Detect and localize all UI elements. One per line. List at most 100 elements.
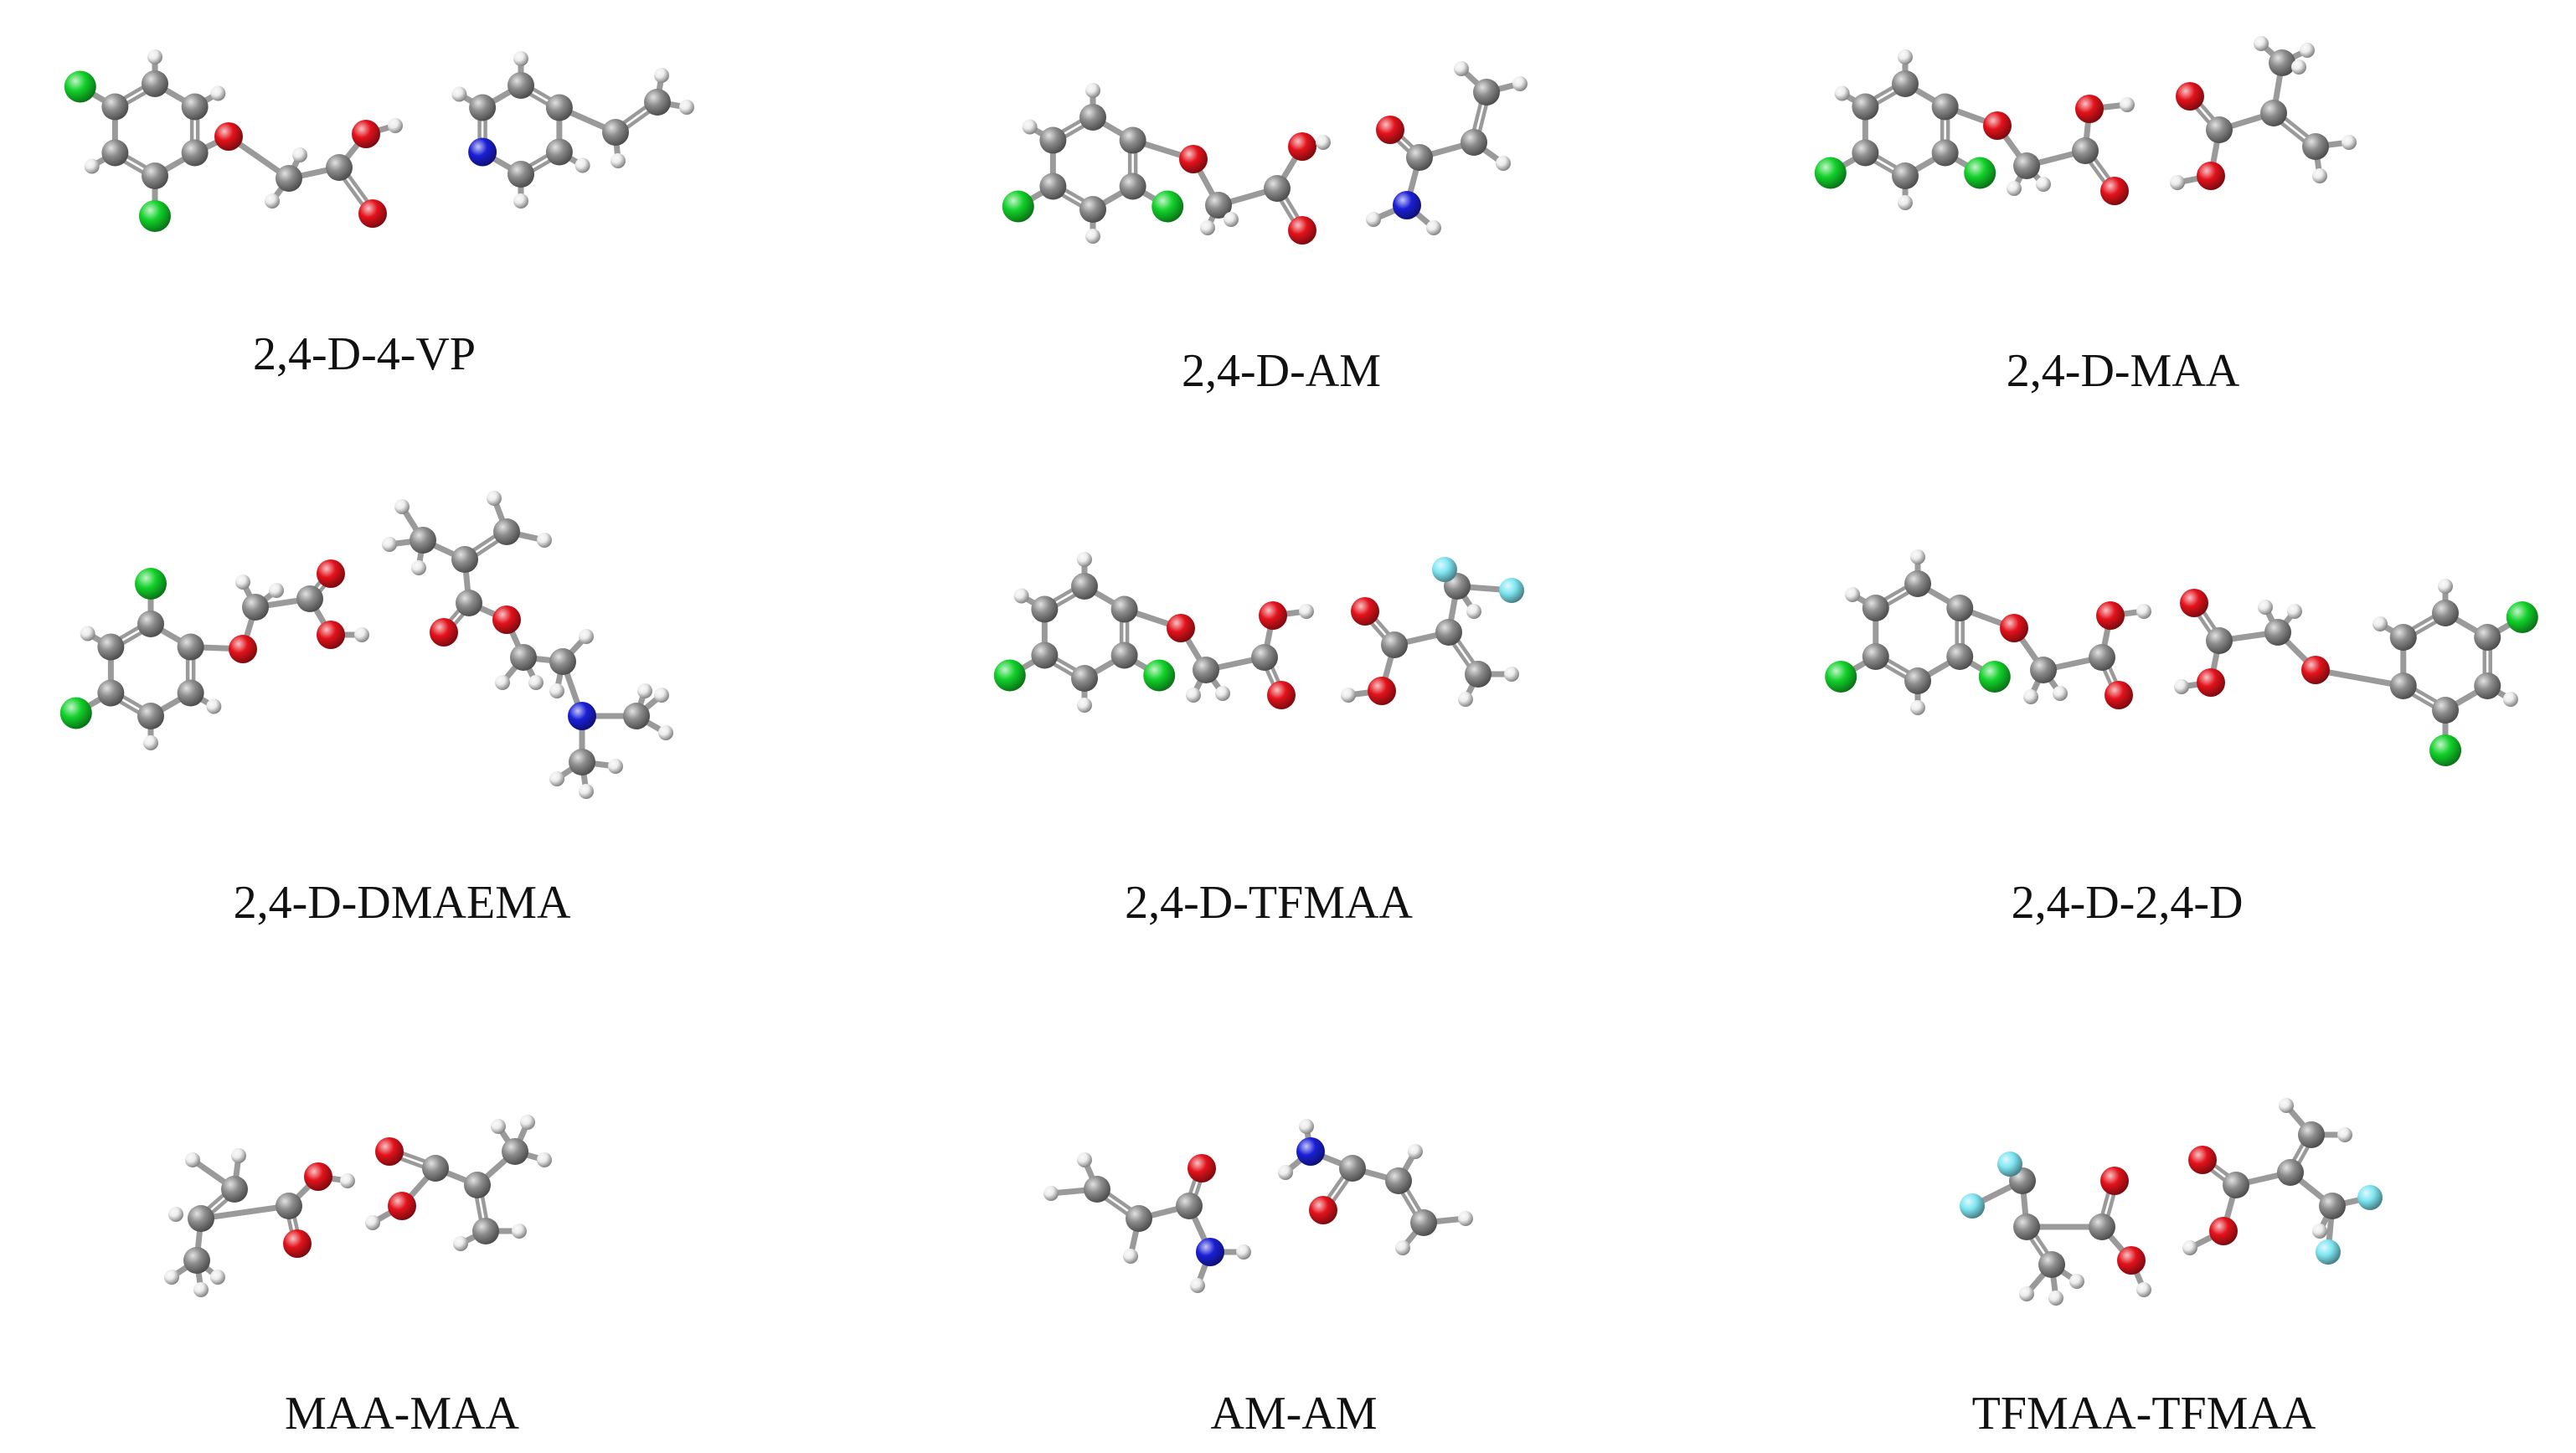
carbon-atom	[2072, 137, 2099, 164]
hydrogen-atom	[1190, 1278, 1205, 1293]
chlorine-atom	[1825, 661, 1857, 693]
hydrogen-atom	[487, 491, 502, 506]
carbon-atom	[410, 527, 436, 554]
hydrogen-atom	[394, 499, 410, 514]
hydrogen-atom	[185, 1152, 200, 1167]
carbon-atom	[507, 161, 534, 188]
carbon-atom	[464, 1172, 491, 1198]
hydrogen-atom	[2287, 604, 2302, 619]
carbon-atom	[569, 749, 595, 775]
carbon-atom	[2038, 1251, 2065, 1278]
carbon-atom	[2264, 619, 2291, 646]
oxygen-atom	[2117, 1246, 2146, 1275]
oxygen-atom	[214, 122, 243, 151]
oxygen-atom	[1983, 111, 2012, 140]
hydrogen-atom	[1200, 220, 1215, 235]
hydrogen-atom	[1077, 698, 1092, 713]
fluorine-atom	[1960, 1193, 1985, 1219]
oxygen-atom	[1368, 677, 1396, 705]
fluorine-atom	[1499, 578, 1524, 603]
hydrogen-atom	[2300, 43, 2315, 58]
oxygen-atom	[1179, 145, 1208, 173]
hydrogen-atom	[1013, 588, 1029, 604]
oxygen-atom	[388, 1192, 416, 1220]
hydrogen-atom	[147, 49, 162, 64]
carbon-atom	[493, 518, 520, 545]
carbon-atom	[1473, 79, 1500, 106]
carbon-atom	[142, 70, 168, 97]
hydrogen-atom	[537, 1152, 552, 1167]
carbon-atom	[1110, 641, 1138, 669]
hydrogen-atom	[1910, 549, 1925, 564]
hydrogen-atom	[1224, 212, 1239, 227]
carbon-atom	[296, 585, 323, 612]
carbon-atom	[2030, 657, 2057, 683]
hydrogen-atom	[269, 583, 284, 598]
hydrogen-atom	[579, 784, 594, 799]
chlorine-atom	[139, 200, 171, 232]
carbon-atom	[1079, 104, 1106, 131]
carbon-atom	[1892, 70, 1919, 97]
carbon-atom	[1892, 162, 1919, 189]
nitrogen-atom	[568, 702, 596, 730]
carbon-atom	[1110, 595, 1138, 623]
hydrogen-atom	[549, 771, 564, 786]
oxygen-atom	[492, 605, 521, 634]
oxygen-atom	[2197, 162, 2225, 190]
carbon-atom	[2013, 1213, 2040, 1240]
hydrogen-atom	[265, 193, 280, 209]
hydrogen-atom	[528, 675, 544, 690]
caption-2-4-d-4-vp: 2,4-D-4-VP	[253, 328, 476, 380]
chlorine-atom	[1814, 157, 1847, 189]
hydrogen-atom	[2069, 1274, 2084, 1289]
carbon-atom	[1931, 93, 1959, 121]
carbon-atom	[1862, 643, 1889, 670]
hydrogen-atom	[451, 86, 467, 102]
hydrogen-atom	[2182, 1240, 2197, 1255]
hydrogen-atom	[1466, 604, 1481, 619]
carbon-atom	[2089, 644, 2115, 671]
oxygen-atom	[430, 618, 458, 647]
hydrogen-atom	[2258, 600, 2273, 615]
hydrogen-atom	[1077, 552, 1092, 567]
carbon-atom	[1031, 595, 1059, 623]
carbon-atom	[451, 546, 478, 573]
carbon-atom	[1862, 595, 1889, 621]
hydrogen-atom	[1278, 1165, 1293, 1180]
carbon-atom	[2389, 624, 2417, 651]
carbon-atom	[1205, 192, 1232, 219]
oxygen-atom	[1309, 1196, 1337, 1224]
hydrogen-atom	[1395, 1240, 1410, 1255]
chlorine-atom	[135, 568, 167, 600]
hydrogen-atom	[2291, 59, 2306, 75]
hydrogen-atom	[1316, 135, 1331, 150]
hydrogen-atom	[2036, 177, 2051, 192]
oxygen-atom	[2105, 681, 2133, 709]
hydrogen-atom	[513, 193, 528, 209]
carbon-atom	[1119, 173, 1146, 200]
carbon-atom	[181, 93, 209, 121]
hydrogen-atom	[231, 1148, 246, 1163]
oxygen-atom	[2000, 614, 2028, 642]
carbon-atom	[1039, 173, 1067, 200]
carbon-atom	[1039, 126, 1067, 154]
carbon-atom	[422, 1155, 449, 1182]
hydrogen-atom	[2170, 175, 2185, 190]
oxygen-atom	[2176, 82, 2204, 111]
hydrogen-atom	[1085, 83, 1100, 98]
carbon-atom	[2432, 697, 2459, 724]
oxygen-atom	[317, 559, 345, 588]
carbon-atom	[188, 1205, 214, 1232]
hydrogen-atom	[210, 85, 226, 101]
carbon-atom	[1193, 657, 1219, 683]
caption-2-4-d-dmaema: 2,4-D-DMAEMA	[233, 877, 571, 929]
carbon-atom	[1435, 619, 1462, 646]
hydrogen-atom	[2048, 1291, 2063, 1306]
hydrogen-atom	[2312, 1224, 2327, 1239]
carbon-atom	[2298, 1121, 2325, 1148]
carbon-atom	[510, 644, 537, 671]
carbon-atom	[2206, 627, 2233, 654]
carbon-atom	[1946, 643, 1974, 670]
hydrogen-atom	[608, 759, 623, 774]
hydrogen-atom	[143, 735, 158, 750]
